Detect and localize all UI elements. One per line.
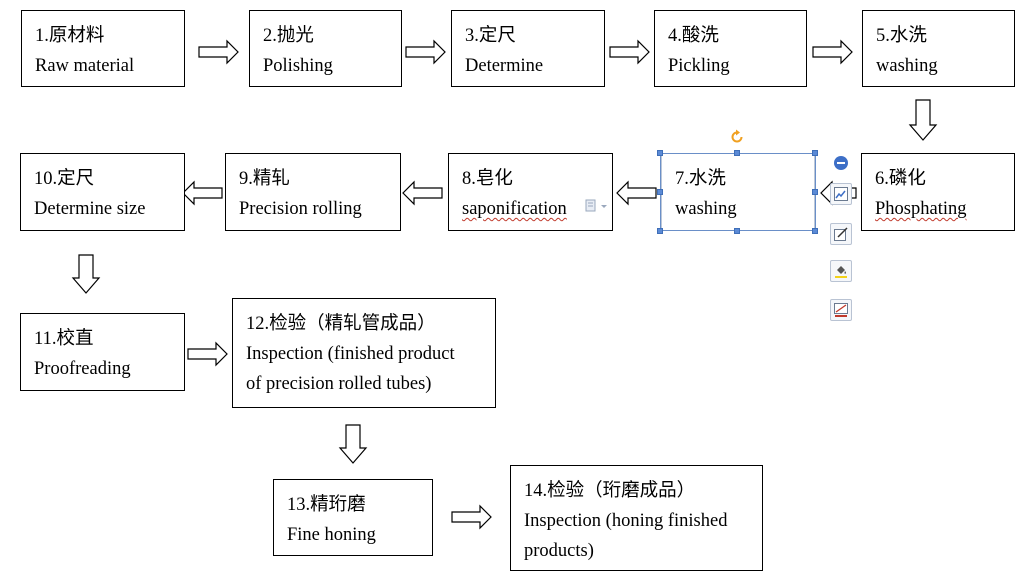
arrow-10-11 [71, 254, 101, 294]
resize-handle-nw[interactable] [657, 150, 663, 156]
step-5-washing[interactable]: 5.水洗 washing [862, 10, 1015, 87]
step-11-proofreading[interactable]: 11.校直 Proofreading [20, 313, 185, 391]
resize-handle-ne[interactable] [812, 150, 818, 156]
step-10-en: Determine size [34, 199, 146, 219]
paste-options-icon[interactable] [585, 199, 611, 213]
step-10-determine-size[interactable]: 10.定尺 Determine size [20, 153, 185, 231]
step-4-zh: 4.酸洗 [668, 26, 719, 46]
step-2-en: Polishing [263, 56, 333, 76]
step-5-zh: 5.水洗 [876, 26, 927, 46]
resize-handle-n[interactable] [734, 150, 740, 156]
fill-bucket-icon [835, 266, 847, 278]
layout-options-button[interactable] [830, 183, 852, 205]
step-1-raw-material[interactable]: 1.原材料 Raw material [21, 10, 185, 87]
step-10-zh: 10.定尺 [34, 169, 95, 189]
step-12-en-2: of precision rolled tubes) [246, 374, 432, 394]
line-color-icon [834, 303, 848, 317]
resize-handle-s[interactable] [734, 228, 740, 234]
step-1-en: Raw material [35, 56, 135, 76]
arrow-9-10 [182, 180, 223, 206]
step-3-zh: 3.定尺 [465, 26, 516, 46]
step-4-pickling[interactable]: 4.酸洗 Pickling [654, 10, 807, 87]
step-6-phosphating[interactable]: 6.磷化 Phosphating [861, 153, 1015, 231]
step-13-zh: 13.精珩磨 [287, 495, 366, 515]
arrow-8-9 [402, 180, 443, 206]
arrow-13-14 [451, 504, 492, 530]
step-14-zh: 14.检验（珩磨成品） [524, 481, 696, 501]
edit-shape-button[interactable] [830, 223, 852, 245]
step-7-en: washing [675, 199, 737, 219]
step-14-inspection-honing[interactable]: 14.检验（珩磨成品） Inspection (honing finished … [510, 465, 763, 571]
step-6-en: Phosphating [875, 199, 967, 219]
remove-icon[interactable] [833, 155, 849, 171]
step-12-inspection[interactable]: 12.检验（精轧管成品） Inspection (finished produc… [232, 298, 496, 408]
step-7-zh: 7.水洗 [675, 169, 726, 189]
step-9-precision-rolling[interactable]: 9.精轧 Precision rolling [225, 153, 401, 231]
arrow-12-13 [338, 424, 368, 464]
step-9-zh: 9.精轧 [239, 169, 290, 189]
arrow-4-5 [812, 39, 853, 65]
step-12-zh: 12.检验（精轧管成品） [246, 314, 436, 334]
step-5-en: washing [876, 56, 938, 76]
step-12-en-1: Inspection (finished product [246, 344, 455, 364]
arrow-1-2 [198, 39, 239, 65]
line-color-button[interactable] [830, 299, 852, 321]
step-2-zh: 2.抛光 [263, 26, 314, 46]
arrow-7-8 [616, 180, 657, 206]
arrow-2-3 [405, 39, 446, 65]
edit-shape-icon [834, 227, 848, 241]
rotate-icon[interactable] [729, 129, 745, 145]
step-7-washing[interactable]: 7.水洗 washing [661, 153, 815, 231]
selection-frame [660, 153, 816, 231]
step-1-zh: 1.原材料 [35, 26, 105, 46]
step-14-en-2: products) [524, 541, 594, 561]
step-9-en: Precision rolling [239, 199, 362, 219]
step-3-en: Determine [465, 56, 544, 76]
step-6-zh: 6.磷化 [875, 169, 926, 189]
fill-button[interactable] [830, 260, 852, 282]
step-8-saponification[interactable]: 8.皂化 saponification [448, 153, 613, 231]
arrow-3-4 [609, 39, 650, 65]
arrow-11-12 [187, 341, 228, 367]
resize-handle-se[interactable] [812, 228, 818, 234]
resize-handle-e[interactable] [812, 189, 818, 195]
step-11-en: Proofreading [34, 359, 131, 379]
step-8-zh: 8.皂化 [462, 169, 513, 189]
step-2-polishing[interactable]: 2.抛光 Polishing [249, 10, 402, 87]
layout-options-icon [834, 187, 848, 201]
resize-handle-sw[interactable] [657, 228, 663, 234]
step-14-en-1: Inspection (honing finished [524, 511, 728, 531]
resize-handle-w[interactable] [657, 189, 663, 195]
arrow-5-6 [908, 99, 938, 141]
step-4-en: Pickling [668, 56, 730, 76]
step-13-fine-honing[interactable]: 13.精珩磨 Fine honing [273, 479, 433, 556]
step-11-zh: 11.校直 [34, 329, 94, 349]
step-8-en: saponification [462, 199, 567, 219]
step-3-determine[interactable]: 3.定尺 Determine [451, 10, 605, 87]
step-13-en: Fine honing [287, 525, 376, 545]
